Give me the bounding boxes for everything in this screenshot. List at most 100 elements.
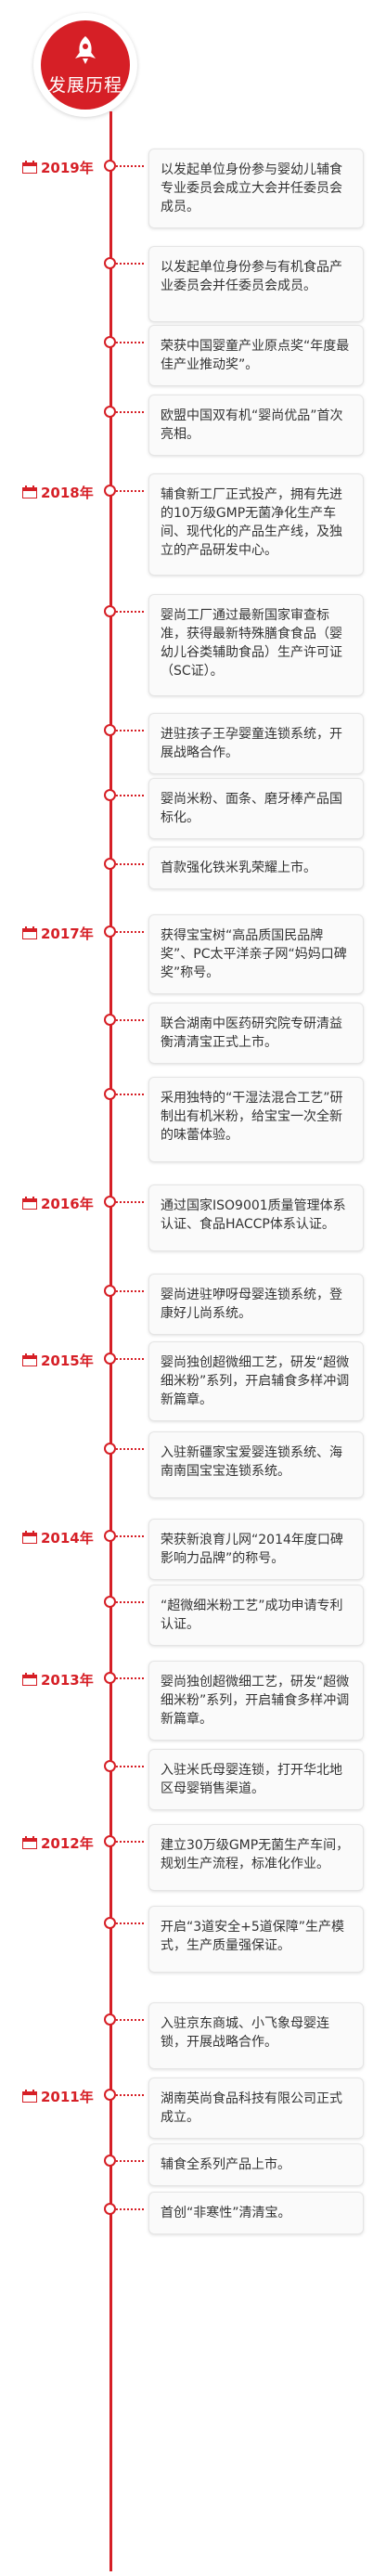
timeline-card: 进驻孩子王孕婴童连锁系统，开展战略合作。 [148,713,364,774]
timeline-card-text: 开启“3道安全+5道保障”生产模式，生产质量强保证。 [161,1920,345,1953]
timeline-dot [104,1014,116,1026]
timeline-card: 开启“3道安全+5道保障”生产模式，生产质量强保证。 [148,1906,364,1973]
timeline-dot [104,789,116,801]
timeline-dot [104,336,116,348]
timeline-card: 辅食新工厂正式投产，拥有先进的10万级GMP无菌净化生产车间、现代化的产品生产线… [148,473,364,576]
timeline-dot [104,1285,116,1297]
timeline-card-text: 荣获中国婴童产业原点奖“年度最佳产业推动奖”。 [161,339,350,372]
timeline-dot [104,1596,116,1608]
timeline-card: 入驻京东商城、小飞象母婴连锁，开展战略合作。 [148,2002,364,2069]
timeline-card: 婴尚工厂通过最新国家审查标准，获得最新特殊膳食食品（婴幼儿谷类辅助食品）生产许可… [148,594,364,696]
timeline-card: 首款强化铁米乳荣耀上市。 [148,847,364,889]
year-label: 2013年 [22,1670,94,1689]
timeline-card: 联合湖南中医药研究院专研清益衡清清宝正式上市。 [148,1003,364,1064]
year-text: 2017年 [41,926,94,942]
timeline-dot [104,605,116,617]
year-label: 2016年 [22,1194,94,1213]
year-text: 2015年 [41,1353,94,1369]
calendar-icon [22,1197,37,1210]
timeline-connector [116,795,144,796]
timeline-dot [104,2089,116,2101]
timeline-line [109,111,112,2571]
timeline-dot [104,406,116,418]
timeline-card-text: 以发起单位身份参与婴幼儿辅食专业委员会成立大会并任委员会成员。 [161,162,342,214]
timeline-card-text: 采用独特的“干湿法混合工艺”研制出有机米粉，给宝宝一次全新的味蕾体验。 [161,1091,343,1143]
timeline-connector [116,1601,144,1603]
year-label: 2017年 [22,924,94,943]
timeline-card-text: 婴尚独创超微细工艺，研发“超微细米粉”系列，开启辅食多样冲调新篇章。 [161,1355,350,1407]
timeline-connector [116,1922,144,1924]
timeline-card: 婴尚独创超微细工艺，研发“超微细米粉”系列，开启辅食多样冲调新篇章。 [148,1341,364,1421]
rocket-icon [71,34,99,66]
year-text: 2014年 [41,1530,94,1547]
timeline-card-text: 获得宝宝树“高品质国民品牌奖”、PC太平洋亲子网“妈妈口碑奖”称号。 [161,928,347,980]
timeline-card: 以发起单位身份参与婴幼儿辅食专业委员会成立大会并任委员会成员。 [148,149,364,228]
timeline-card: 获得宝宝树“高品质国民品牌奖”、PC太平洋亲子网“妈妈口碑奖”称号。 [148,914,364,994]
timeline-card-text: 联合湖南中医药研究院专研清益衡清清宝正式上市。 [161,1016,342,1050]
timeline-card-text: 欧盟中国双有机“婴尚优品”首次亮相。 [161,408,343,442]
timeline-dot [104,1353,116,1365]
timeline-card: 通过国家ISO9001质量管理体系认证、食品HACCP体系认证。 [148,1184,364,1251]
year-label: 2019年 [22,158,94,177]
timeline-card-text: 首创“非寒性”清清宝。 [161,2206,291,2220]
timeline-dot [104,1672,116,1684]
timeline-connector [116,863,144,865]
timeline-dot [104,160,116,172]
timeline-connector [116,611,144,613]
year-label: 2012年 [22,1833,94,1853]
year-text: 2013年 [41,1672,94,1689]
timeline-dot [104,858,116,870]
timeline-dot [104,1443,116,1455]
timeline-card: 入驻米氏母婴连锁，打开华北地区母婴销售渠道。 [148,1749,364,1810]
year-label: 2014年 [22,1528,94,1547]
year-label: 2018年 [22,483,94,502]
timeline-card-text: 婴尚独创超微细工艺，研发“超微细米粉”系列，开启辅食多样冲调新篇章。 [161,1675,350,1727]
timeline-card-text: 婴尚米粉、面条、磨牙棒产品国标化。 [161,792,342,825]
timeline-connector [116,1094,144,1095]
timeline-card: “超微细米粉工艺”成功申请专利认证。 [148,1585,364,1646]
timeline-connector [116,1677,144,1679]
timeline-connector [116,1535,144,1537]
timeline-card-text: 以发起单位身份参与有机食品产业委员会并任委员会成员。 [161,260,342,293]
timeline-card-text: 婴尚工厂通过最新国家审查标准，获得最新特殊膳食食品（婴幼儿谷类辅助食品）生产许可… [161,608,342,679]
timeline-connector [116,1358,144,1360]
timeline-connector [116,730,144,731]
timeline-connector [116,490,144,492]
timeline-dot [104,1088,116,1100]
timeline-card-text: 首款强化铁米乳荣耀上市。 [161,861,316,875]
timeline-connector [116,342,144,343]
timeline-connector [116,165,144,167]
timeline-connector [116,2208,144,2210]
calendar-icon [22,1353,37,1367]
timeline-connector [116,263,144,265]
timeline-connector [116,2019,144,2021]
timeline-card: 婴尚米粉、面条、磨牙棒产品国标化。 [148,778,364,839]
header-badge: 发展历程 [33,13,137,117]
year-text: 2018年 [41,485,94,501]
timeline-card-text: 荣获新浪育儿网“2014年度口碑影响力品牌”的称号。 [161,1533,343,1566]
timeline-dot [104,257,116,269]
timeline-connector [116,2160,144,2162]
timeline-dot [104,1530,116,1542]
timeline-connector [116,931,144,933]
timeline-dot [104,1196,116,1208]
timeline-card: 首创“非寒性”清清宝。 [148,2192,364,2234]
timeline-connector [116,2094,144,2096]
timeline-connector [116,1448,144,1450]
year-text: 2019年 [41,160,94,176]
timeline-card: 以发起单位身份参与有机食品产业委员会并任委员会成员。 [148,246,364,322]
timeline-connector [116,411,144,413]
timeline-card-text: 通过国家ISO9001质量管理体系认证、食品HACCP体系认证。 [161,1198,346,1232]
timeline-connector [116,1766,144,1767]
calendar-icon [22,926,37,940]
timeline-card: 湖南英尚食品科技有限公司正式成立。 [148,2078,364,2139]
timeline-dot [104,1760,116,1772]
timeline-card-text: 湖南英尚食品科技有限公司正式成立。 [161,2091,342,2125]
timeline-dot [104,2155,116,2167]
timeline-connector [116,1841,144,1843]
year-text: 2016年 [41,1196,94,1212]
calendar-icon [22,1836,37,1850]
timeline-connector [116,1201,144,1203]
timeline-card-text: 辅食全系列产品上市。 [161,2157,290,2172]
timeline-card-text: 辅食新工厂正式投产，拥有先进的10万级GMP无菌净化生产车间、现代化的产品生产线… [161,487,342,558]
